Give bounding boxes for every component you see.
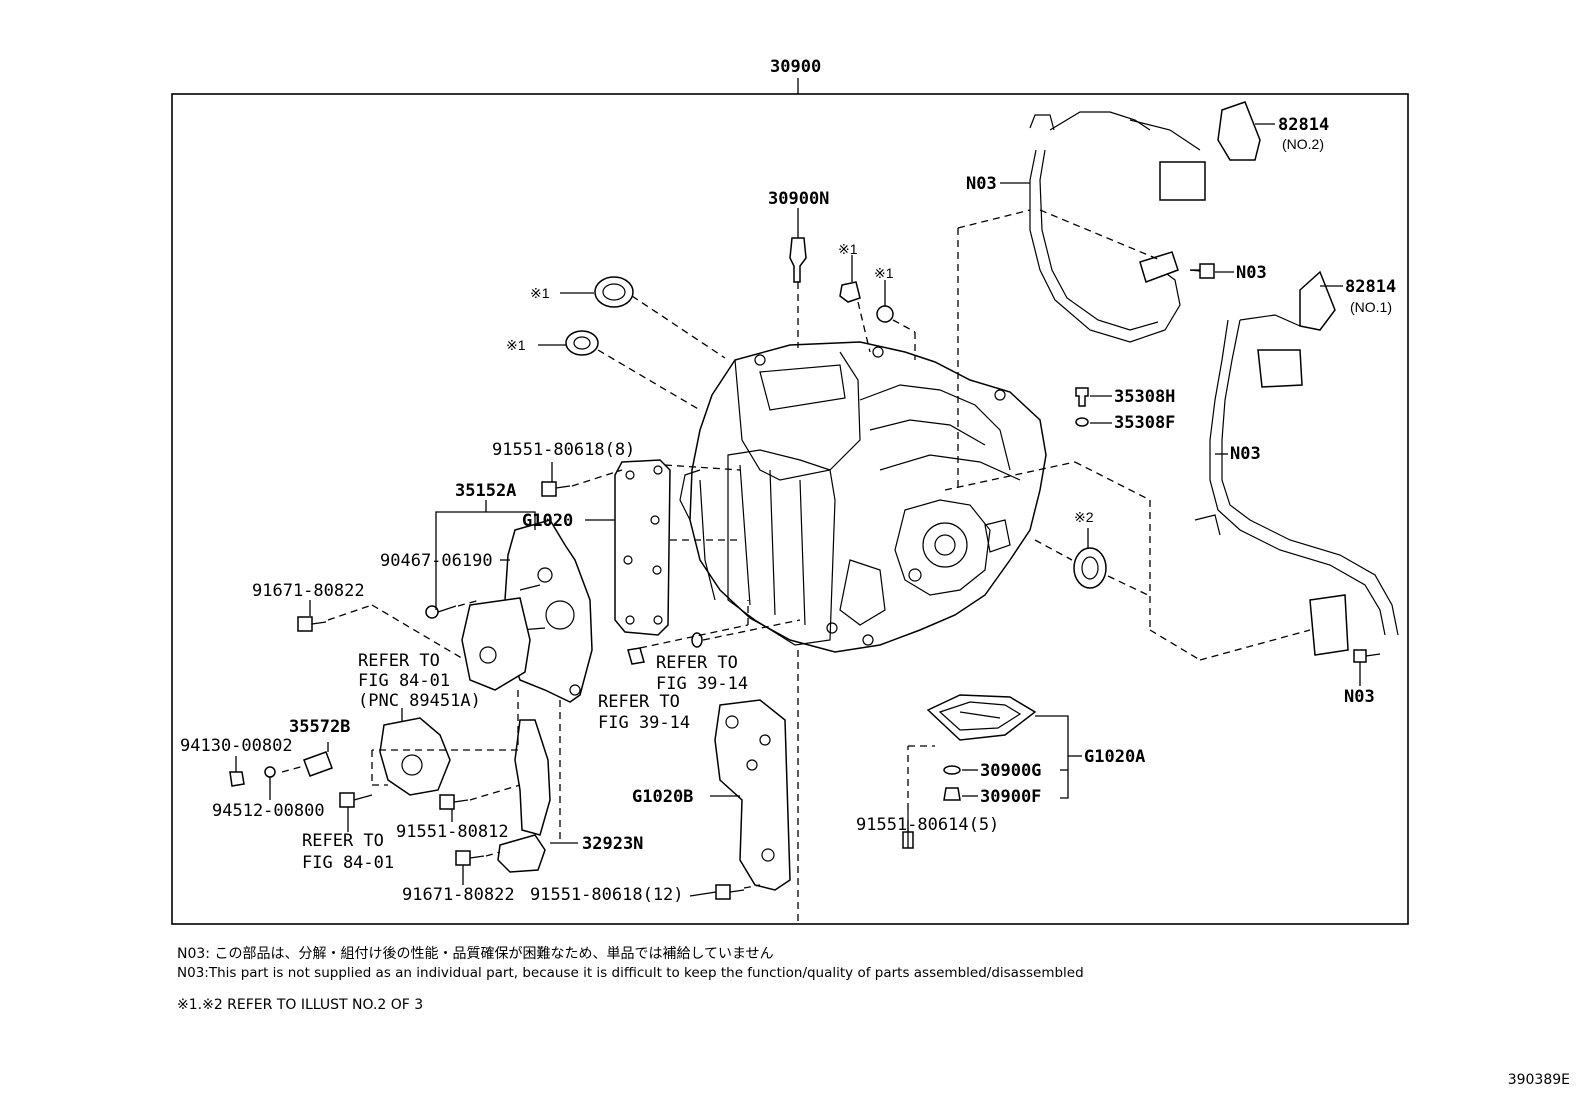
- label-30900n[interactable]: 30900N: [768, 189, 829, 209]
- label-91551-80812[interactable]: 91551-80812: [396, 822, 509, 842]
- plug-refer-39-14[interactable]: [627, 647, 645, 665]
- ref-mark-1a: ※1: [530, 285, 550, 301]
- oil-seal-1[interactable]: [594, 276, 634, 308]
- label-94130-00802[interactable]: 94130-00802: [180, 736, 293, 756]
- gasket-g1020b[interactable]: [714, 699, 791, 891]
- bolt-90467-06190[interactable]: [425, 605, 457, 619]
- label-n03-a[interactable]: N03: [966, 174, 997, 194]
- assembly-frame: [171, 93, 1409, 925]
- park-neutral-switch[interactable]: [379, 717, 451, 796]
- label-91551-80618-8[interactable]: 91551-80618(8): [492, 440, 635, 460]
- refer-84-01-b-line2[interactable]: FIG 84-01: [302, 853, 394, 873]
- refer-39-14-a-line1[interactable]: REFER TO: [656, 653, 738, 673]
- label-n03-c[interactable]: N03: [1230, 444, 1261, 464]
- oil-strainer-g1020a[interactable]: [926, 694, 1037, 741]
- refer-39-14-b-line2[interactable]: FIG 39-14: [598, 713, 690, 733]
- bolt-91551-80812[interactable]: [439, 794, 469, 810]
- label-82814-no1-sub: (NO.1): [1350, 299, 1392, 315]
- note-english: N03:This part is not supplied as an indi…: [177, 965, 1084, 981]
- label-32923n[interactable]: 32923N: [582, 834, 643, 854]
- label-35152a[interactable]: 35152A: [455, 481, 516, 501]
- sensor-35572b[interactable]: [303, 751, 333, 777]
- refer-84-01-a-line1[interactable]: REFER TO: [358, 651, 440, 671]
- breather-plug-30900n[interactable]: [789, 237, 807, 283]
- drain-plug-gasket-30900g[interactable]: [943, 765, 961, 775]
- label-35308h[interactable]: 35308H: [1114, 387, 1175, 407]
- label-91671-80822-a[interactable]: 91671-80822: [252, 581, 365, 601]
- drain-plug-30900f[interactable]: [943, 787, 961, 801]
- label-n03-b[interactable]: N03: [1236, 263, 1267, 283]
- note-japanese: N03: この部品は、分解・組付け後の性能・品質確保が困難なため、単品では補給し…: [177, 946, 774, 962]
- bolt-n03-right[interactable]: [1353, 649, 1381, 663]
- label-94512-00800[interactable]: 94512-00800: [212, 801, 325, 821]
- bolt-91671-80822-b[interactable]: [455, 850, 485, 866]
- refer-39-14-b-line1[interactable]: REFER TO: [598, 692, 680, 712]
- label-82814-no1[interactable]: 82814: [1345, 277, 1396, 297]
- nut-94130-00802[interactable]: [229, 771, 245, 787]
- label-35308f[interactable]: 35308F: [1114, 413, 1175, 433]
- gasket-35308f[interactable]: [1075, 417, 1089, 427]
- label-30900f[interactable]: 30900F: [980, 787, 1041, 807]
- plug-35308h[interactable]: [1075, 387, 1089, 407]
- label-g1020a[interactable]: G1020A: [1084, 747, 1145, 767]
- bolt-94512-00800[interactable]: [264, 766, 276, 778]
- refer-84-01-b-line1[interactable]: REFER TO: [302, 831, 384, 851]
- transaxle-housing[interactable]: [679, 341, 1047, 653]
- label-n03-d[interactable]: N03: [1344, 687, 1375, 707]
- gasket-g1020[interactable]: [614, 459, 671, 636]
- label-82814-no2[interactable]: 82814: [1278, 115, 1329, 135]
- note-reference: ※1.※2 REFER TO ILLUST NO.2 OF 3: [177, 997, 424, 1013]
- oil-seal-2[interactable]: [565, 330, 599, 356]
- ref-mark-1c: ※1: [838, 241, 858, 257]
- ref-mark-1d: ※1: [874, 265, 894, 281]
- label-82814-no2-sub: (NO.2): [1282, 136, 1324, 152]
- refer-39-14-a-line2[interactable]: FIG 39-14: [656, 674, 748, 694]
- wire-harness-lower[interactable]: [1194, 270, 1399, 656]
- bolt-n03-top[interactable]: [1189, 263, 1215, 279]
- oil-seal-right[interactable]: [1073, 547, 1107, 589]
- wire-harness-upper[interactable]: [1029, 101, 1261, 343]
- refer-84-01-a-line3[interactable]: (PNC 89451A): [358, 691, 481, 711]
- o-ring-refer-39-14[interactable]: [691, 632, 703, 648]
- label-90467-06190[interactable]: 90467-06190: [380, 551, 493, 571]
- illustration-id: 390389E: [1507, 1072, 1570, 1088]
- label-91551-80614-5[interactable]: 91551-80614(5): [856, 815, 999, 835]
- refer-84-01-a-line2[interactable]: FIG 84-01: [358, 671, 450, 691]
- ref-mark-1b: ※1: [506, 337, 526, 353]
- label-35572b[interactable]: 35572B: [289, 717, 350, 737]
- o-ring-1[interactable]: [839, 281, 861, 303]
- bolt-91671-80822-a[interactable]: [297, 616, 327, 632]
- label-30900g[interactable]: 30900G: [980, 761, 1041, 781]
- label-g1020b[interactable]: G1020B: [632, 787, 693, 807]
- oil-pressure-switch-bracket[interactable]: [461, 597, 531, 691]
- label-91551-80618-12[interactable]: 91551-80618(12): [530, 885, 684, 905]
- bolt-refer-84-01[interactable]: [339, 792, 373, 808]
- sensor-32923n[interactable]: [497, 719, 551, 873]
- label-91671-80822-b[interactable]: 91671-80822: [402, 885, 515, 905]
- assembly-number-label[interactable]: 30900: [770, 57, 821, 77]
- bolt-91551-80618-8[interactable]: [541, 481, 571, 497]
- bolt-91551-80618-12[interactable]: [715, 884, 745, 900]
- ref-mark-2: ※2: [1074, 509, 1094, 525]
- o-ring-2[interactable]: [876, 305, 894, 323]
- label-g1020[interactable]: G1020: [522, 511, 573, 531]
